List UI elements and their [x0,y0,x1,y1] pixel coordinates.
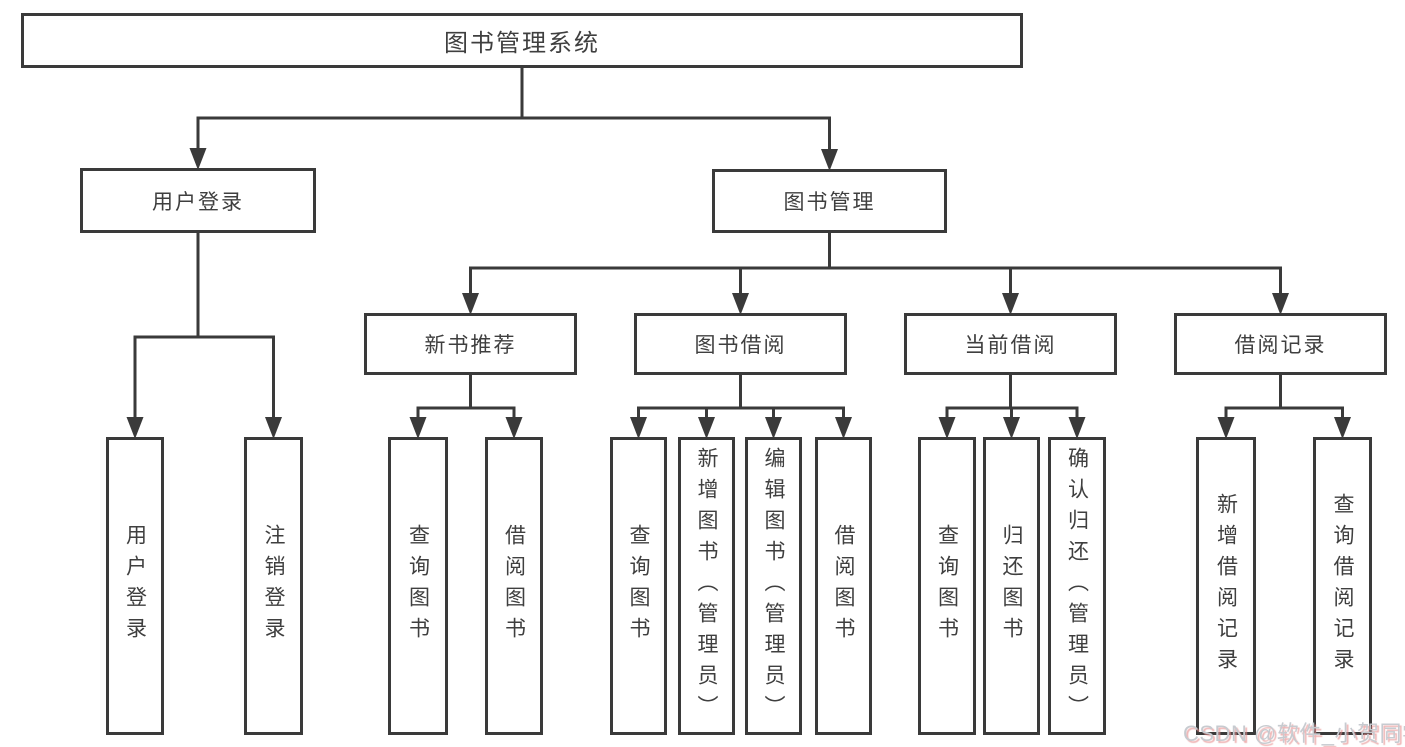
node-label: 当前借阅 [964,334,1057,357]
node-bb-borrow: 借阅图书 [815,437,872,735]
node-label: 新增借阅记录 [1214,493,1238,679]
node-root: 图书管理系统 [21,13,1023,68]
watermark: CSDN @软件_小贺同学 [1183,721,1405,746]
node-book-borrow: 图书借阅 [634,313,847,375]
node-label: 图书管理系统 [444,30,600,57]
node-label: 确认归还（管理员） [1065,446,1089,726]
node-br-query: 查询借阅记录 [1313,437,1372,735]
node-book-mgmt: 图书管理 [712,169,947,233]
node-br-add: 新增借阅记录 [1196,437,1256,735]
node-bb-add: 新增图书（管理员） [678,437,735,735]
node-cb-query: 查询图书 [918,437,976,735]
node-label: 用户登录 [152,190,244,214]
node-cb-confirm: 确认归还（管理员） [1048,437,1106,735]
node-current-borrow: 当前借阅 [904,313,1117,375]
node-nbr-query: 查询图书 [388,437,448,735]
node-label: 图书管理 [783,191,876,214]
node-label: 借阅图书 [502,524,526,648]
node-label: 注销登录 [262,524,285,648]
node-label: 归还图书 [1000,524,1023,648]
node-user-login: 用户登录 [80,168,316,233]
node-label: 编辑图书（管理员） [762,446,785,726]
node-ul-logout: 注销登录 [244,437,303,735]
node-borrow-records: 借阅记录 [1174,313,1387,375]
node-label: 查询图书 [627,524,650,648]
node-label: 查询借阅记录 [1331,493,1354,679]
node-label: 图书借阅 [694,334,787,357]
node-label: 借阅记录 [1234,334,1327,357]
node-cb-return: 归还图书 [983,437,1040,735]
node-label: 新增图书（管理员） [695,446,718,726]
node-label: 查询图书 [935,524,959,648]
node-label: 借阅图书 [832,524,855,648]
node-new-book-rec: 新书推荐 [364,313,577,375]
node-nbr-borrow: 借阅图书 [485,437,543,735]
node-bb-query: 查询图书 [610,437,667,735]
node-bb-edit: 编辑图书（管理员） [745,437,802,735]
node-label: 新书推荐 [424,334,517,357]
node-ul-login: 用户登录 [106,437,164,735]
node-label: 用户登录 [123,524,147,648]
node-label: 查询图书 [406,524,430,648]
